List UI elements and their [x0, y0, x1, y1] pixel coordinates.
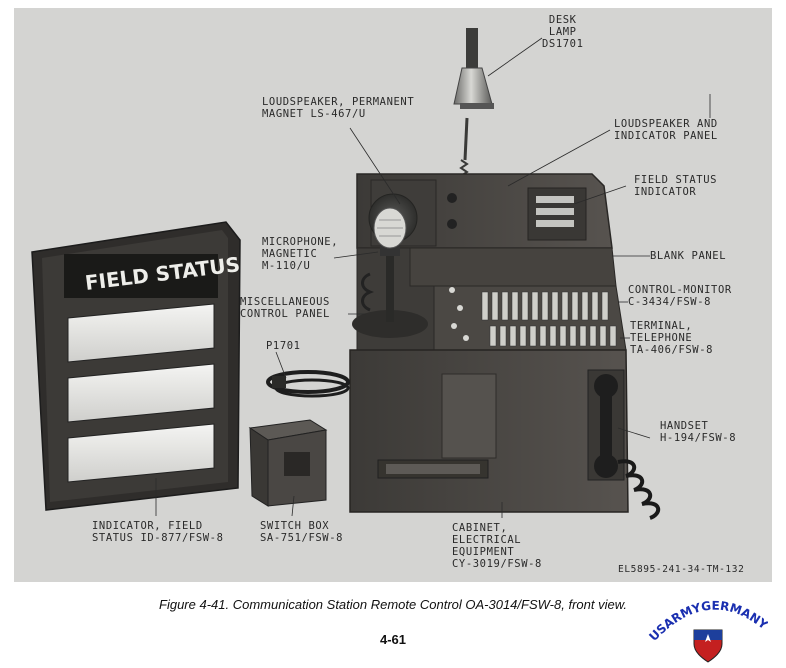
photo-reference-number: EL5895-241-34-TM-132: [618, 564, 745, 575]
callout-line: ELECTRICAL: [452, 534, 522, 546]
callout-handset: HANDSET H-194/FSW-8: [660, 420, 736, 444]
callout-p1701: P1701: [266, 340, 301, 352]
callout-line: DESK: [548, 14, 577, 26]
callout-line: MISCELLANEOUS: [240, 296, 330, 308]
callout-line: C-3434/FSW-8: [628, 296, 712, 308]
callout-line: LOUDSPEAKER AND: [614, 118, 718, 130]
callout-line: MAGNET LS-467/U: [262, 108, 366, 120]
callout-desk-lamp: DESK LAMP DS1701: [542, 14, 584, 50]
callout-line: MICROPHONE,: [262, 236, 339, 248]
desk-lamp: [453, 28, 494, 183]
callout-misc-control-panel: MISCELLANEOUS CONTROL PANEL: [240, 296, 330, 320]
callout-loudspeaker-indicator-panel: LOUDSPEAKER AND INDICATOR PANEL: [614, 118, 718, 142]
callout-line: STATUS ID-877/FSW-8: [92, 532, 224, 544]
callout-line: CONTROL-MONITOR: [628, 284, 732, 296]
callout-line: LOUDSPEAKER, PERMANENT: [262, 96, 415, 108]
callout-field-status-indicator: FIELD STATUS INDICATOR: [634, 174, 717, 198]
callout-line: DS1701: [542, 38, 584, 50]
page-number: 4-61: [379, 632, 407, 647]
callout-blank-panel: BLANK PANEL: [650, 250, 726, 262]
callout-line: TA-406/FSW-8: [630, 344, 714, 356]
callout-line: MAGNETIC: [262, 248, 318, 260]
callout-line: EQUIPMENT: [452, 546, 515, 558]
callout-indicator-field-status: INDICATOR, FIELD STATUS ID-877/FSW-8: [92, 520, 224, 544]
callout-line: SA-751/FSW-8: [260, 532, 344, 544]
callout-line: TERMINAL,: [630, 320, 693, 332]
leader-lines: [155, 37, 711, 518]
callout-line: CONTROL PANEL: [240, 308, 330, 320]
callout-line: LAMP: [548, 26, 577, 38]
callout-line: FIELD STATUS: [634, 174, 718, 186]
callout-loudspeaker-permanent-magnet: LOUDSPEAKER, PERMANENT MAGNET LS-467/U: [262, 96, 414, 120]
switch-box: [248, 419, 328, 507]
field-status-indicator-unit: FIELD STATUS: [31, 221, 241, 511]
equipment-photo: FIELD STATUS: [14, 8, 772, 582]
callout-switch-box: SWITCH BOX SA-751/FSW-8: [260, 520, 343, 544]
callout-line: BLANK PANEL: [650, 250, 727, 262]
callout-control-monitor: CONTROL-MONITOR C-3434/FSW-8: [628, 284, 732, 308]
equipment-illustration: FIELD STATUS: [31, 28, 711, 520]
callout-cabinet: CABINET, ELECTRICAL EQUIPMENT CY-3019/FS…: [452, 522, 542, 570]
usarmygermany-watermark-logo: USARMYGERMANY.COM: [648, 590, 768, 663]
callout-line: M-110/U: [262, 260, 311, 272]
callout-microphone: MICROPHONE, MAGNETIC M-110/U: [262, 236, 338, 272]
p1701-cable: [266, 370, 350, 398]
callout-line: CY-3019/FSW-8: [452, 558, 542, 570]
figure-caption: Figure 4-41. Communication Station Remot…: [159, 597, 627, 612]
callout-line: CABINET,: [452, 522, 508, 534]
callout-terminal-telephone: TERMINAL, TELEPHONE TA-406/FSW-8: [630, 320, 713, 356]
microphone: [352, 207, 428, 338]
callout-line: INDICATOR: [634, 186, 697, 198]
callout-line: INDICATOR PANEL: [614, 130, 718, 142]
callout-line: HANDSET: [660, 420, 709, 432]
callout-line: P1701: [266, 340, 301, 352]
callout-line: H-194/FSW-8: [660, 432, 737, 444]
callout-line: SWITCH BOX: [260, 520, 330, 532]
callout-line: INDICATOR, FIELD: [92, 520, 203, 532]
callout-line: TELEPHONE: [630, 332, 693, 344]
